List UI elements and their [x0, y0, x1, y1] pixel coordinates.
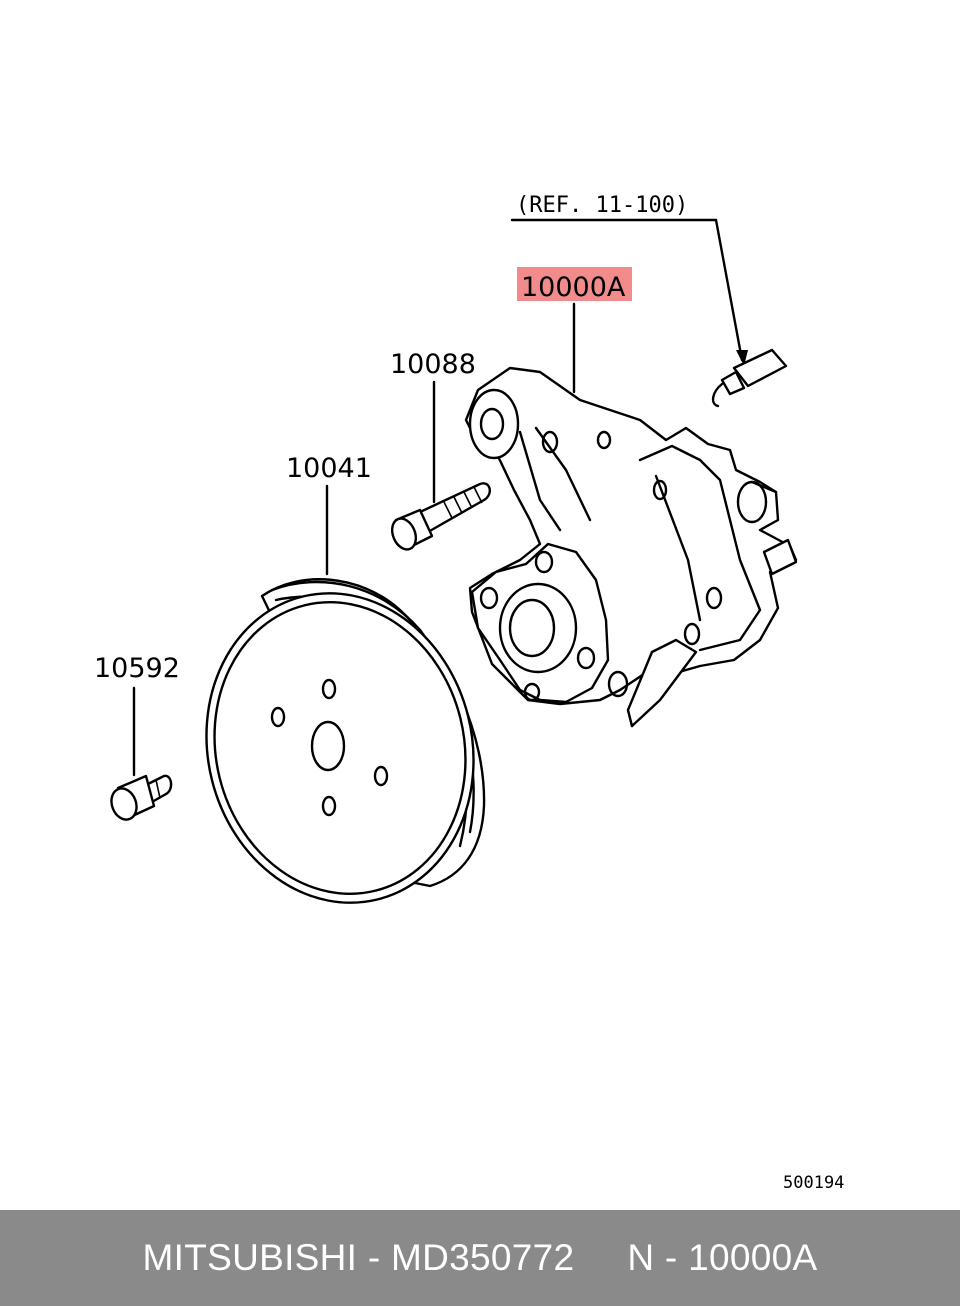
part-label-10041[interactable]: 10041 [286, 453, 372, 484]
sealant-tube-icon [711, 348, 788, 408]
part-label-10592[interactable]: 10592 [94, 653, 180, 684]
drawing-code: 500194 [783, 1173, 844, 1193]
highlight-box [517, 267, 632, 301]
ref-label: (REF. 11-100) [516, 193, 688, 218]
water-pump-10000a [464, 366, 798, 728]
bolt-10592 [110, 774, 173, 821]
parts-diagram: (REF. 11-100) 10000A 10088 10041 10592 [94, 193, 844, 1193]
footer-bar: MITSUBISHI - MD350772 N - 10000A [0, 1210, 960, 1306]
pulley-10041 [205, 578, 486, 904]
bolt-10088 [390, 482, 491, 551]
part-label-10000a[interactable]: 10000A [521, 272, 626, 303]
footer-part-text: MITSUBISHI - MD350772 N - 10000A [142, 1237, 818, 1278]
part-label-10088[interactable]: 10088 [390, 349, 476, 380]
